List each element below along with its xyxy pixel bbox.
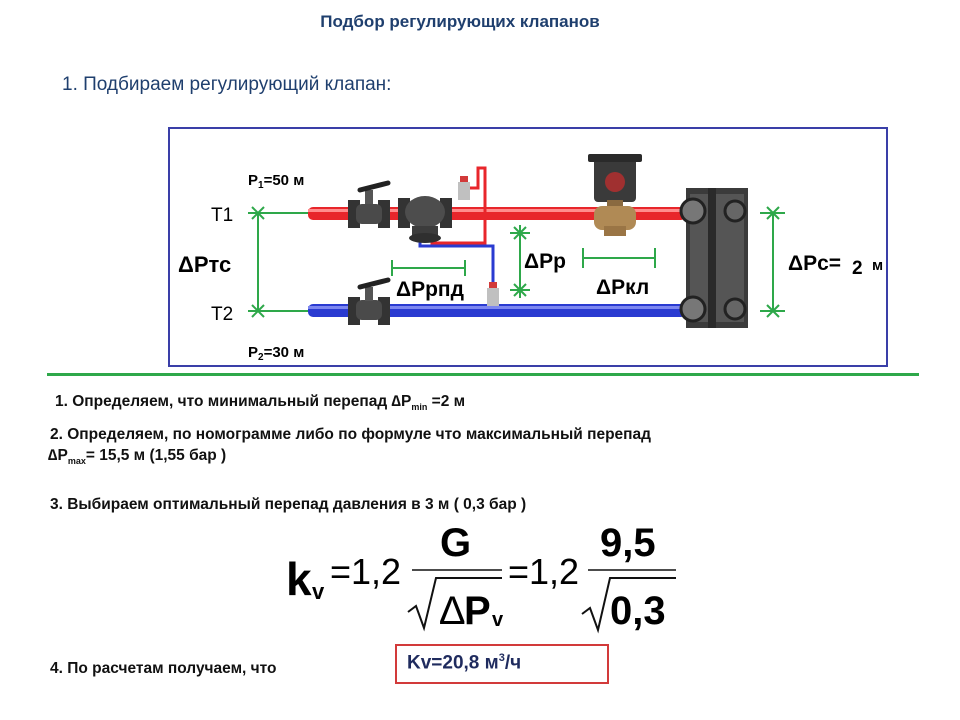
dimension-c (760, 206, 785, 318)
balancing-valve-supply (348, 180, 391, 228)
dp-c-unit: м (872, 257, 883, 274)
step-2-line-2: ∆Pmax= 15,5 м (1,55 бар ) (48, 447, 227, 467)
p2-label: P2=30 м (248, 344, 304, 363)
dp-tc-label: ΔРтс (178, 252, 231, 277)
balancing-valve-return (348, 277, 391, 325)
formula-numerator-1: G (440, 521, 471, 565)
step-3: 3. Выбираем оптимальный перепад давления… (50, 496, 527, 513)
section-divider (47, 373, 919, 376)
diagram-frame (168, 127, 888, 367)
result-box: Kv=20,8 м3/ч (395, 644, 609, 684)
hydraulic-diagram: P1=50 м P2=30 м T1 T2 ΔРтс ΔРрпд ΔРр ΔРк… (178, 154, 883, 363)
step-1: 1. Определяем, что минимальный перепад ∆… (55, 393, 466, 413)
formula-denominator-2: 0,3 (610, 589, 666, 633)
return-pipe-highlight (308, 306, 686, 309)
dimension-rpd (391, 260, 466, 276)
formula-numerator-2: 9,5 (600, 521, 656, 565)
dp-c-label: ΔРс= (788, 252, 841, 275)
formula-eq1: =1,2 (330, 551, 401, 592)
dimension-kl (582, 248, 656, 268)
impulse-valve-bottom (487, 282, 499, 306)
formula-denom-delta: ∆ (440, 589, 465, 633)
dimension-r (510, 225, 530, 298)
page-title: Подбор регулирующих клапанов (320, 12, 600, 31)
impulse-tube-red (430, 166, 487, 245)
dimension-tc (248, 206, 308, 318)
dp-c-value: 2 (852, 258, 863, 279)
formula-k: k (286, 553, 312, 605)
control-valve-actuator (588, 154, 642, 236)
heat-exchanger (679, 188, 748, 328)
supply-pipe-highlight (308, 209, 686, 212)
kv-formula: k v =1,2 G ∆ P v =1,2 9,5 0,3 (286, 521, 676, 634)
dp-r-label: ΔРр (524, 250, 566, 273)
dp-kl-label: ΔРкл (596, 276, 649, 299)
section-heading: 1. Подбираем регулирующий клапан: (62, 74, 392, 95)
pressure-regulator (398, 196, 452, 243)
dp-rpd-label: ΔРрпд (396, 278, 464, 301)
step-2-line-1: 2. Определяем, по номограмме либо по фор… (50, 426, 652, 443)
t2-label: T2 (211, 304, 233, 325)
impulse-valve-top (458, 176, 470, 200)
formula-denom-p: P (464, 589, 491, 633)
sqrt-sign-2 (581, 577, 676, 634)
formula-eq2: =1,2 (508, 551, 579, 592)
dp-c-value-box (850, 256, 868, 278)
p1-label: P1=50 м (248, 172, 304, 191)
step-4: 4. По расчетам получаем, что (50, 660, 277, 677)
formula-k-sub: v (312, 579, 325, 604)
formula-denom-sub: v (492, 609, 504, 631)
sqrt-sign-1 (407, 577, 502, 632)
t1-label: T1 (211, 205, 233, 226)
